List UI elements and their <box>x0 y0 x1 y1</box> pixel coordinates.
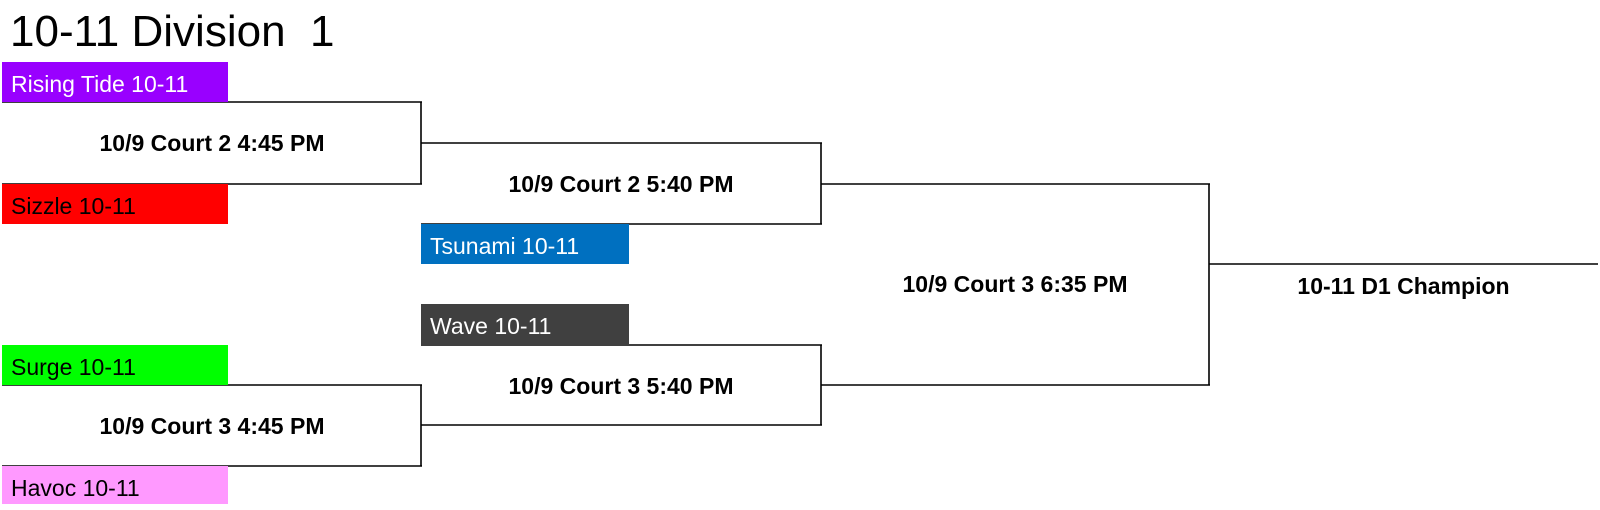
game-final: 10/9 Court 3 6:35 PM <box>902 271 1128 297</box>
team-name: Wave 10-11 <box>430 313 552 339</box>
champion-label: 10-11 D1 Champion <box>1297 273 1510 299</box>
team-name: Havoc 10-11 <box>11 475 140 501</box>
team-name: Surge 10-11 <box>11 354 136 380</box>
team-name: Tsunami 10-11 <box>430 233 580 259</box>
team-tsunami: Tsunami 10-11 <box>421 224 629 264</box>
game-r2-bottom: 10/9 Court 3 5:40 PM <box>508 373 734 399</box>
team-name: Sizzle 10-11 <box>11 193 136 219</box>
bracket-title: 10-11 Division 1 <box>10 7 335 56</box>
team-name: Rising Tide 10-11 <box>11 71 189 97</box>
game-r2-top: 10/9 Court 2 5:40 PM <box>508 171 734 197</box>
team-sizzle: Sizzle 10-11 <box>2 184 228 224</box>
team-surge: Surge 10-11 <box>2 345 228 385</box>
team-havoc: Havoc 10-11 <box>2 466 228 504</box>
game-r1-top: 10/9 Court 2 4:45 PM <box>99 130 325 156</box>
team-rising-tide: Rising Tide 10-11 <box>2 62 228 102</box>
team-wave: Wave 10-11 <box>421 304 629 344</box>
game-r1-bottom: 10/9 Court 3 4:45 PM <box>99 413 325 439</box>
